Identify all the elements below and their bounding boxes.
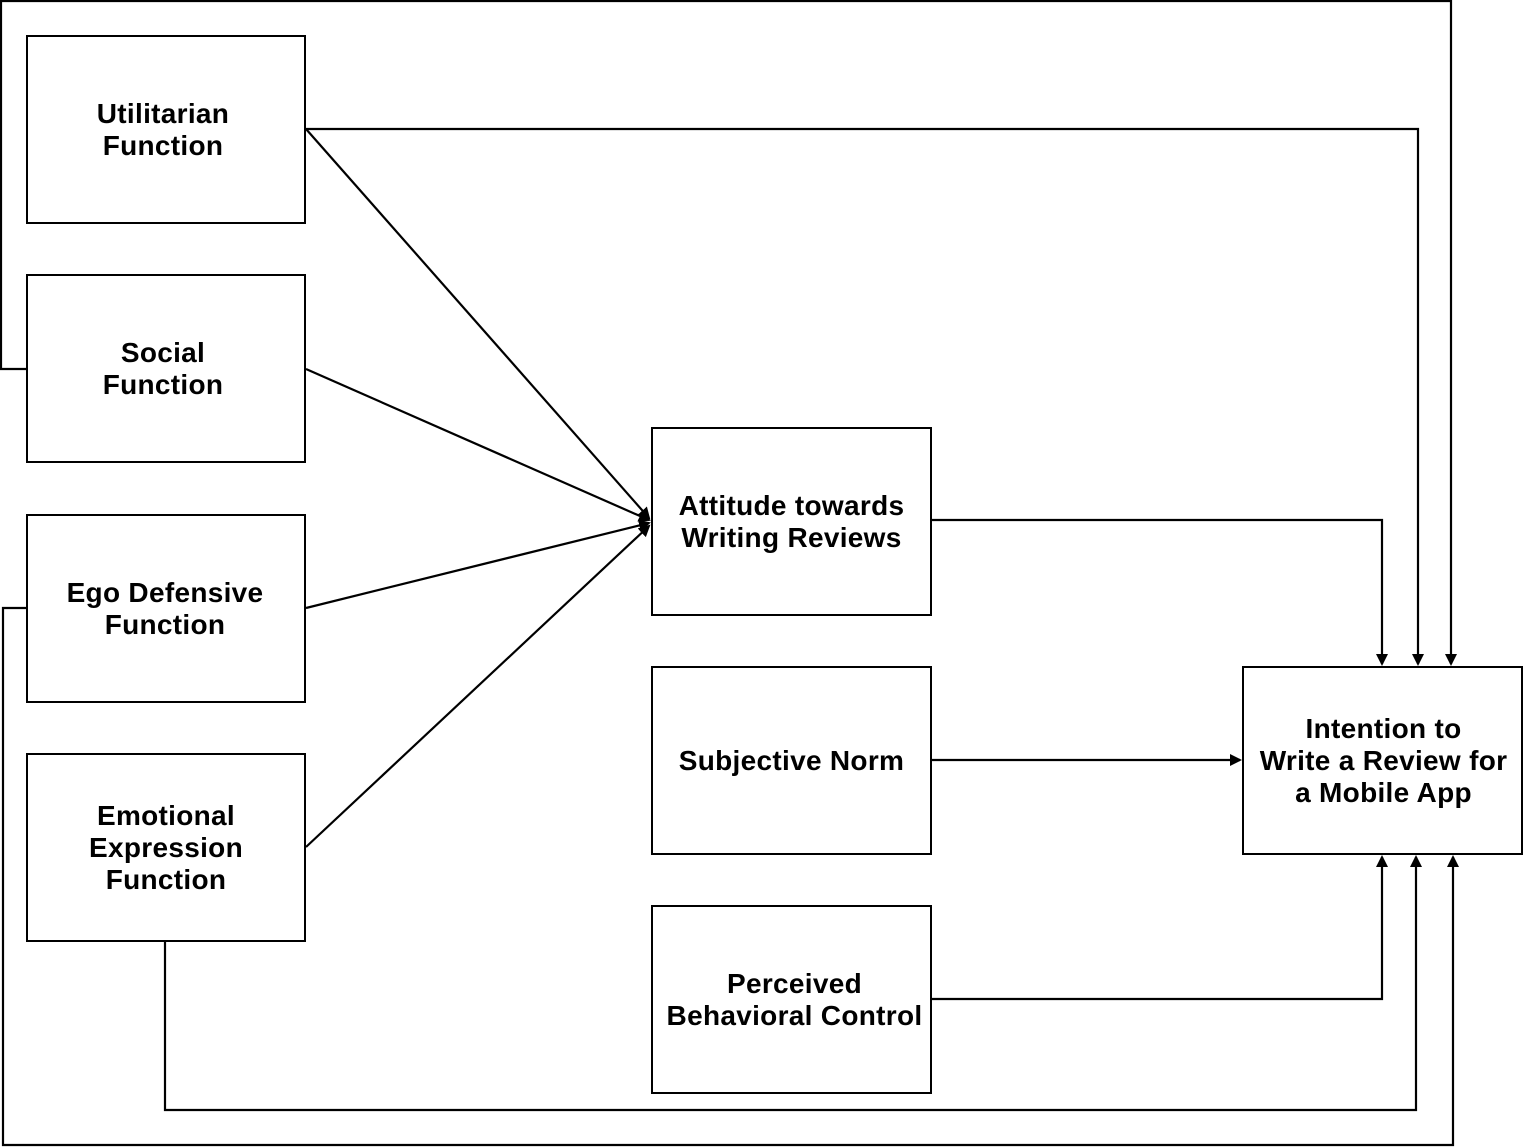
node-label: Attitude towards Writing Reviews [678,489,905,553]
node-social-function: Social Function [26,274,306,463]
edge-ego-defensive-to-attitude [305,519,651,610]
node-intention-to-write-review: Intention to Write a Review for a Mobile… [1242,666,1523,855]
edge-emotional-expression-to-intention [163,855,1422,1112]
node-label: Utilitarian Function [96,97,230,161]
node-label: Emotional Expression Function [89,799,243,895]
node-label: Intention to Write a Review for a Mobile… [1259,712,1508,808]
edge-social-to-intention [0,0,1457,666]
node-label: Social Function [102,336,224,400]
edge-social-to-attitude [305,367,651,522]
node-utilitarian-function: Utilitarian Function [26,35,306,224]
edge-pbc-to-intention [932,855,1388,1001]
node-emotional-expression-function: Emotional Expression Function [26,753,306,942]
node-perceived-behavioral-control: Perceived Behavioral Control [651,905,932,1094]
edge-utilitarian-to-attitude [305,128,651,520]
edge-attitude-to-intention [932,518,1388,666]
node-attitude-towards-writing-reviews: Attitude towards Writing Reviews [651,427,932,616]
node-label: Subjective Norm [678,744,905,776]
node-subjective-norm: Subjective Norm [651,666,932,855]
edge-ego-defensive-to-intention [1,606,1459,1147]
edge-emotional-expression-to-attitude [305,524,651,848]
edge-utilitarian-to-intention [306,127,1424,666]
node-ego-defensive-function: Ego Defensive Function [26,514,306,703]
node-label: Ego Defensive Function [66,576,264,640]
node-label: Perceived Behavioral Control [666,967,923,1031]
